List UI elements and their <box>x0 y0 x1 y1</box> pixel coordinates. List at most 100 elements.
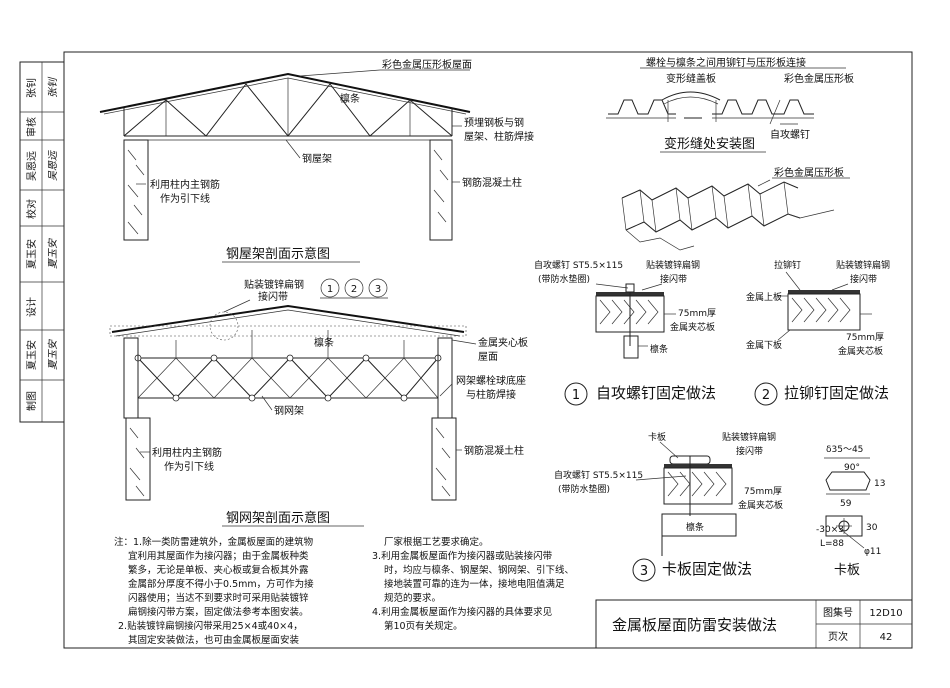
label-rebar-1: 利用柱内主钢筋 <box>150 178 220 191</box>
note-line: 时，均应与檩条、钢屋架、钢网架、引下线、 <box>384 565 575 576</box>
clip-dim-1: δ35～45 <box>826 445 863 455</box>
sidebar-sign-3: 吴恩远 <box>47 150 59 181</box>
sidebar-role-5: 夏玉安 <box>25 239 38 269</box>
label-base-2: 与柱筋焊接 <box>466 388 516 401</box>
d1-screw-1: 自攻螺钉 ST5.5×115 <box>534 259 623 271</box>
notes-left: 注：1.除一类防雷建筑外，金属板屋面的建筑物 宜利用其屋面作为接闪器；由于金属板… <box>114 536 354 648</box>
sidebar-role-8: 制图 <box>25 391 38 411</box>
clip-hole: φ11 <box>864 547 881 557</box>
d1-thick-1: 75mm厚 <box>678 308 716 319</box>
d2-lower: 金属下板 <box>746 339 782 351</box>
joint-label-sheet: 彩色金属压形板 <box>784 72 854 85</box>
d3-purlin: 檩条 <box>686 521 704 533</box>
d2-num: 2 <box>762 388 770 403</box>
label-roof-sheet: 彩色金属压形板屋面 <box>382 58 472 71</box>
profiled-sheet-drawing: 彩色金属压形板 <box>621 166 850 251</box>
d1-screw-2: (带防水垫圈) <box>538 273 590 285</box>
label-panel-1: 金属夹心板 <box>478 336 528 349</box>
label-rebar-3: 利用柱内主钢筋 <box>152 446 222 459</box>
note-line: 2.贴装镀锌扁钢接闪带采用25×4或40×4， <box>118 621 303 632</box>
d1-title: 自攻螺钉固定做法 <box>596 384 716 402</box>
d3-clip: 卡板 <box>648 431 666 443</box>
d1-strip-2: 接闪带 <box>660 273 687 285</box>
d3-screw-2: (带防水垫圈) <box>558 483 610 495</box>
steel-roof-section: 彩色金属压形板屋面 檩条 预埋钢板与钢 屋架、柱筋焊接 钢屋架 利用柱内主钢筋 … <box>99 58 534 263</box>
note-line: 接地装置可靠的连为一体，接地电阻值满足 <box>384 579 565 590</box>
note-line: 3.利用金属板屋面作为接闪器或贴装接闪带 <box>372 551 553 562</box>
ref-num-1: 1 <box>327 284 333 295</box>
note-line: 扁钢接闪带方案，固定做法参考本图安装。 <box>128 607 309 618</box>
joint-label-cover: 变形缝盖板 <box>666 72 716 85</box>
notes-right: 厂家根据工艺要求确定。 3.利用金属板屋面作为接闪器或贴装接闪带 时，均应与檩条… <box>372 536 596 634</box>
label-base-1: 网架螺栓球底座 <box>456 374 526 387</box>
clip-d30a: -30×3 <box>816 525 844 535</box>
label-embed-2: 屋架、柱筋焊接 <box>464 130 534 143</box>
label-panel-2: 屋面 <box>478 351 498 363</box>
clip-d13: 13 <box>874 479 885 489</box>
expansion-joint-detail: 螺栓与檩条之间用铆钉与压形板连接 变形缝盖板 彩色金属压形板 自攻螺钉 变形缝处… <box>606 56 854 153</box>
d1-num: 1 <box>572 388 580 403</box>
note-line: 第10页有关规定。 <box>384 621 463 632</box>
label-frame: 钢网架 <box>274 404 304 417</box>
page-number: 42 <box>880 632 893 643</box>
d1-thick-2: 金属夹芯板 <box>670 321 715 333</box>
page-label: 页次 <box>828 630 848 643</box>
sidebar-role-7: 夏玉安 <box>25 340 38 370</box>
note-line: 规范的要求。 <box>384 593 442 604</box>
label-rebar-2: 作为引下线 <box>160 192 210 205</box>
note-line: 注：1.除一类防雷建筑外，金属板屋面的建筑物 <box>114 537 314 548</box>
d2-rivet: 拉铆钉 <box>774 259 801 271</box>
label-truss: 钢屋架 <box>302 152 332 165</box>
detail-2-rivet: 拉铆钉 贴装镀锌扁钢 接闪带 金属上板 金属下板 75mm厚 金属夹芯板 2 拉… <box>746 259 890 406</box>
sidebar-sign-1: 张钊 <box>47 76 59 98</box>
clip-title: 卡板 <box>834 563 860 578</box>
profiled-label: 彩色金属压形板 <box>774 166 844 179</box>
d2-strip-2: 接闪带 <box>850 273 877 285</box>
sidebar-role-3: 吴恩远 <box>26 151 38 181</box>
signature-sidebar: 张钊 张钊 审核 吴恩远 吴恩远 校对 夏玉安 夏玉安 设计 夏玉安 夏玉安 制… <box>19 61 65 423</box>
d3-title: 卡板固定做法 <box>662 560 752 578</box>
detail-1-screw: 自攻螺钉 ST5.5×115 (带防水垫圈) 贴装镀锌扁钢 接闪带 75mm厚 … <box>534 259 716 406</box>
space-frame-section: 贴装镀锌扁钢 接闪带 1 2 3 金属夹心板 屋面 檩条 网架螺栓球底座 与柱筋… <box>109 278 528 527</box>
note-line: 4.利用金属板屋面作为接闪器的具体要求见 <box>372 607 553 618</box>
d3-thick-1: 75mm厚 <box>744 486 782 497</box>
sidebar-role-2: 审核 <box>25 117 38 137</box>
drawing-title: 金属板屋面防雷安装做法 <box>612 616 777 634</box>
sidebar-role-6: 设计 <box>25 297 38 317</box>
d3-screw-1: 自攻螺钉 ST5.5×115 <box>554 469 643 481</box>
d3-strip-2: 接闪带 <box>736 445 763 457</box>
d1-purlin: 檩条 <box>650 343 668 355</box>
d2-thick-2: 金属夹芯板 <box>838 345 883 357</box>
d2-upper: 金属上板 <box>746 291 782 303</box>
clip-d59: 59 <box>840 499 852 509</box>
d3-num: 3 <box>640 564 648 579</box>
label-embed-1: 预埋钢板与钢 <box>464 116 524 129</box>
d3-thick-2: 金属夹芯板 <box>738 499 783 511</box>
label-purlin-2: 檩条 <box>314 336 334 349</box>
label-column-1: 钢筋混凝土柱 <box>462 176 522 189</box>
sidebar-role-4: 校对 <box>25 199 38 219</box>
note-line: 金属部分厚度不得小于0.5mm，方可作为接 <box>128 579 314 590</box>
title-block: 金属板屋面防雷安装做法 图集号 12D10 页次 42 <box>595 599 913 649</box>
joint-label-screw: 自攻螺钉 <box>770 128 810 141</box>
ref-num-2: 2 <box>351 284 357 295</box>
atlas-number: 12D10 <box>869 608 902 619</box>
label-column-2: 钢筋混凝土柱 <box>464 444 524 457</box>
note-line: 宜利用其屋面作为接闪器；由于金属板种类 <box>128 551 309 562</box>
label-strip-1: 贴装镀锌扁钢 <box>244 278 304 291</box>
clip-plate-detail: δ35～45 90° 13 59 -30×3 L=88 30 φ11 卡板 <box>816 445 885 578</box>
sidebar-role-1: 张钊 <box>26 78 38 98</box>
sidebar-sign-7: 夏玉安 <box>47 339 59 370</box>
d2-title: 拉铆钉固定做法 <box>784 384 889 402</box>
space-frame-title: 钢网架剖面示意图 <box>226 510 330 526</box>
clip-d30b: 30 <box>866 523 878 533</box>
detail-3-clip: 卡板 贴装镀锌扁钢 接闪带 自攻螺钉 ST5.5×115 (带防水垫圈) 75m… <box>554 431 783 582</box>
note-line: 繁多，无论是单板、夹心板或复合板其外露 <box>128 565 309 576</box>
atlas-label: 图集号 <box>823 606 853 619</box>
note-line: 厂家根据工艺要求确定。 <box>384 537 489 548</box>
joint-label-top: 螺栓与檩条之间用铆钉与压形板连接 <box>646 56 806 69</box>
label-rebar-4: 作为引下线 <box>164 460 214 473</box>
clip-len: L=88 <box>820 539 844 549</box>
